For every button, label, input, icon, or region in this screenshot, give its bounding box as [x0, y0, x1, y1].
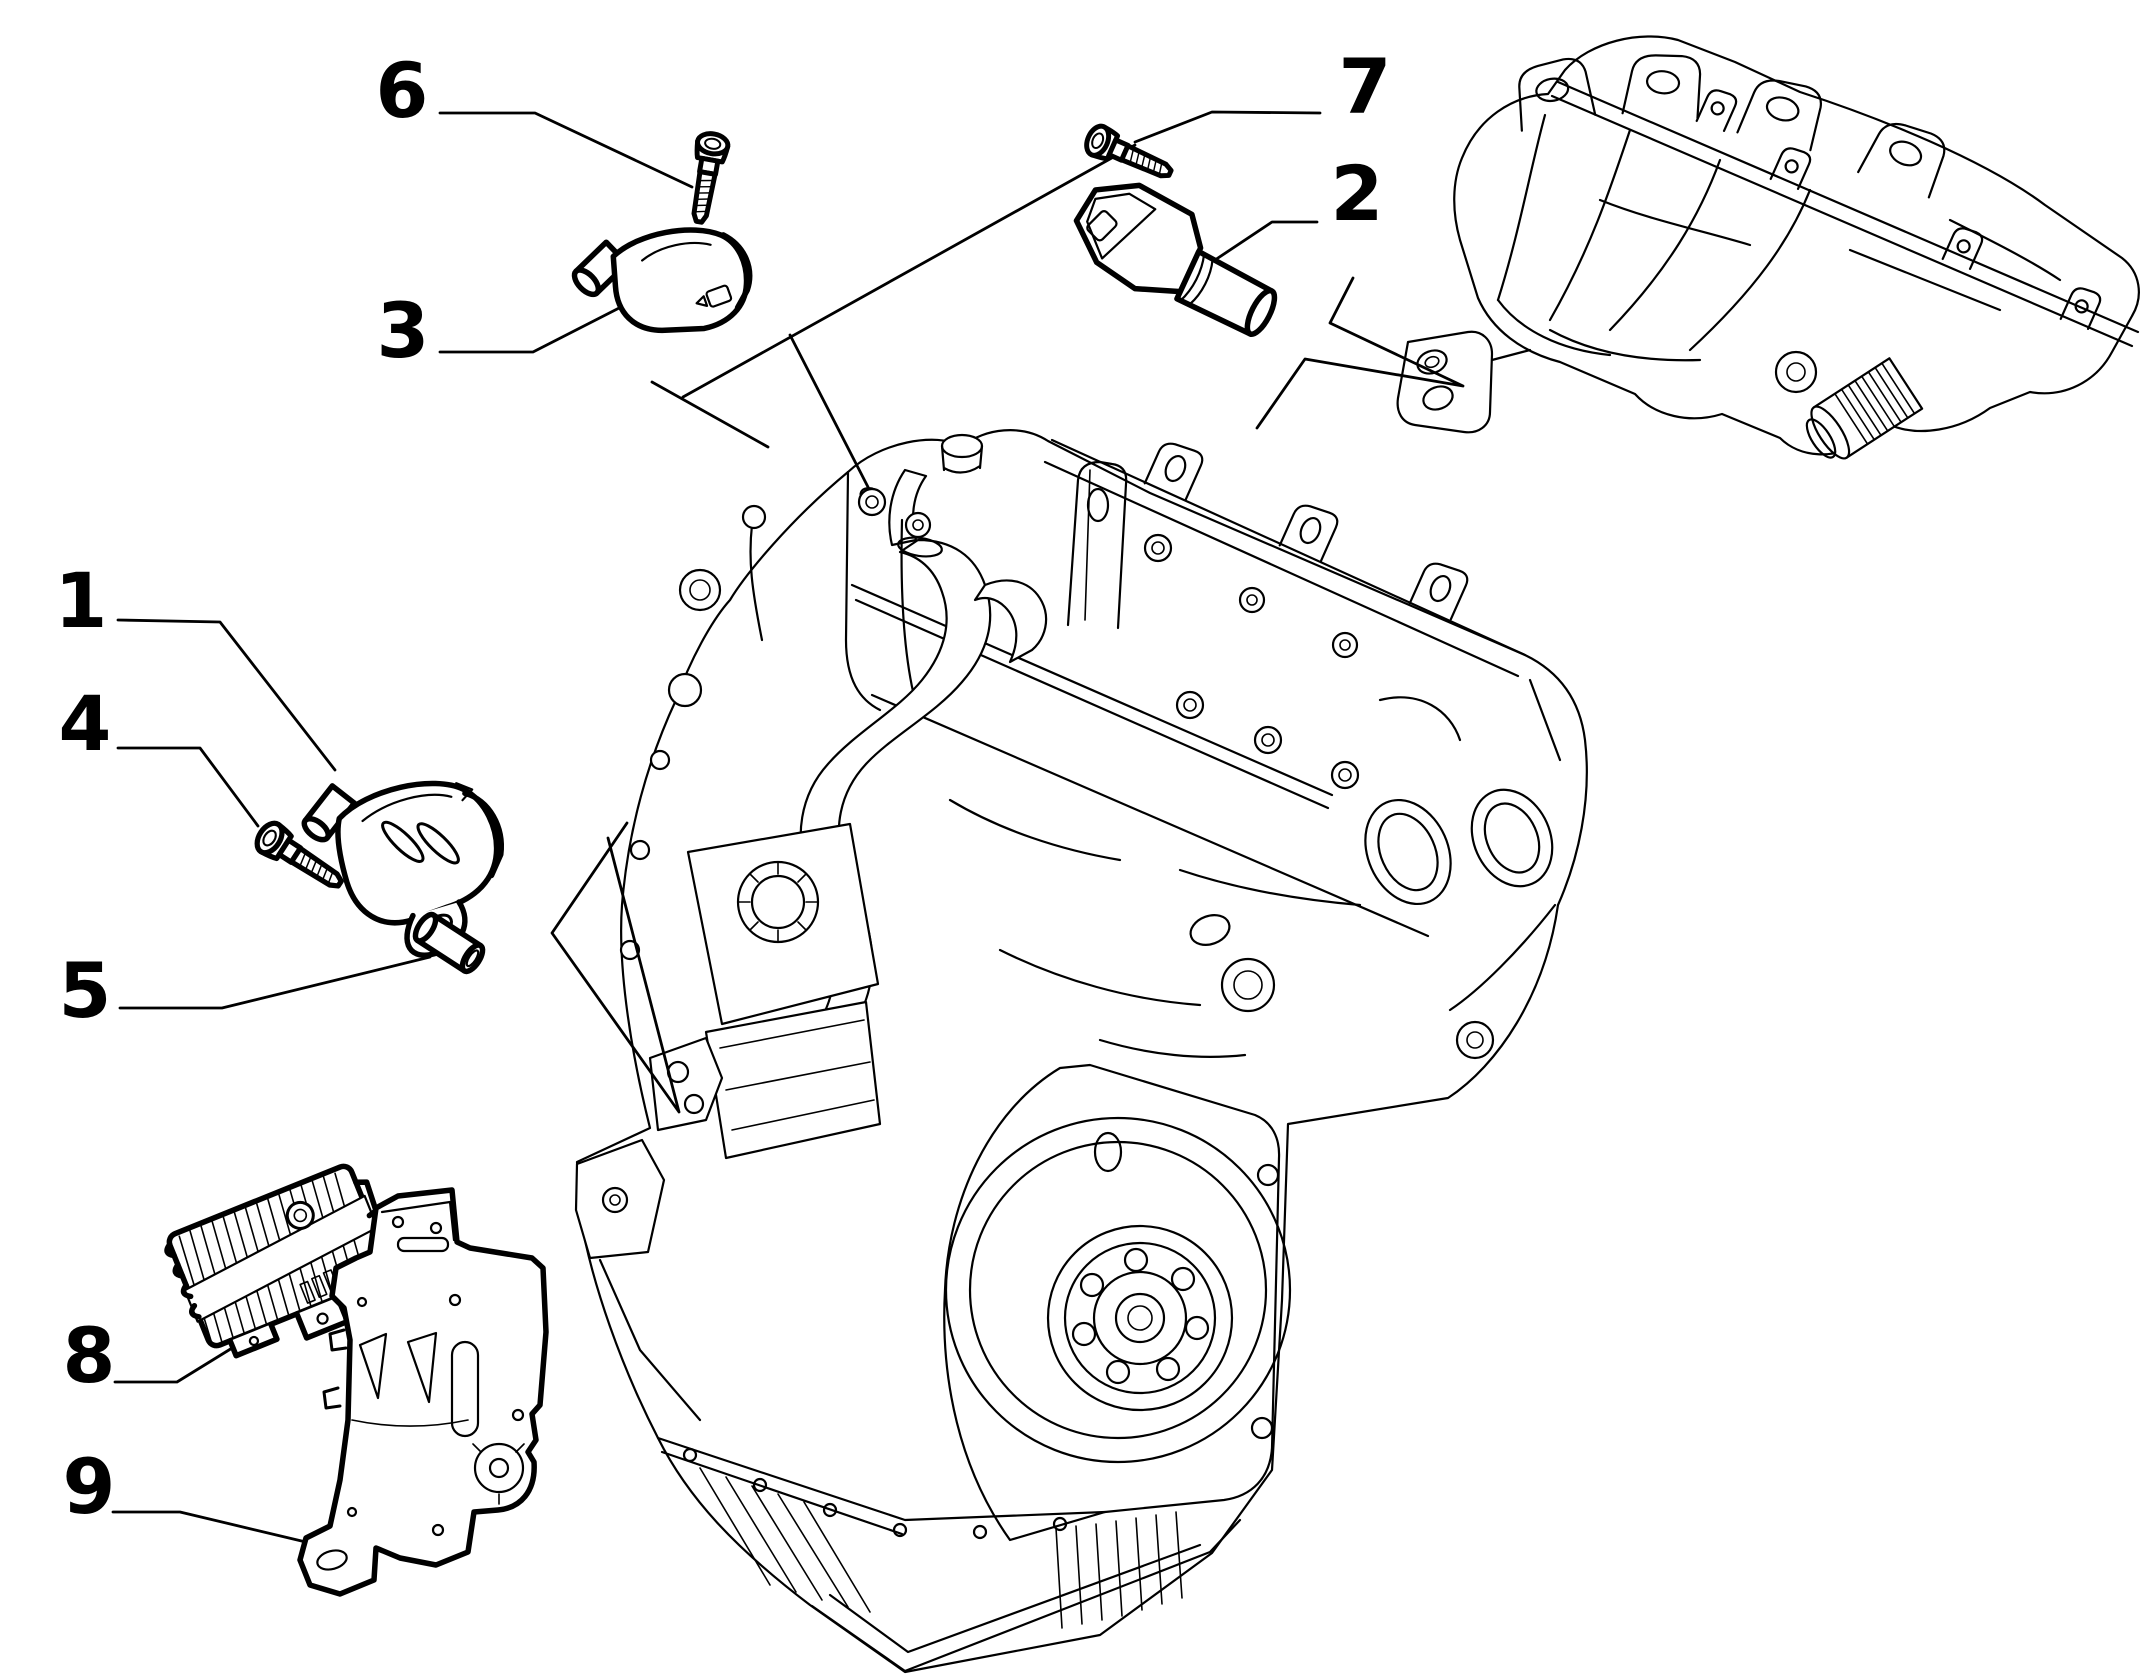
leader-2	[1210, 220, 1319, 264]
camshaft-sensor-part-1	[301, 780, 504, 958]
crankshaft-sensor-part-2	[1073, 182, 1278, 337]
callout-2-label: 2	[1331, 149, 1384, 238]
bolt-bosses	[857, 487, 1359, 659]
oil-pan	[656, 1436, 1242, 1673]
engine-assembly	[574, 429, 1588, 1674]
manifold-actuator	[1805, 357, 1924, 460]
leader-1	[116, 618, 337, 772]
left-mount-brackets	[574, 1036, 724, 1422]
callout-1-label: 1	[55, 556, 108, 645]
callout-7-label: 7	[1339, 42, 1392, 131]
leader-4	[116, 746, 260, 828]
pan-flange-bolts	[682, 1447, 1068, 1540]
head-gasket-line	[850, 583, 1430, 938]
cylinder-head-top	[844, 433, 1128, 712]
intake-manifold-assembly	[1396, 35, 2140, 460]
callout-4-label: 4	[59, 679, 112, 768]
manifold-runners	[1496, 113, 2062, 362]
leader-8	[113, 1335, 252, 1384]
ecu-hole	[285, 1200, 315, 1230]
assembly-location-leaders	[550, 143, 1465, 1114]
leader-bolt7-to-head	[681, 143, 1137, 399]
block-contours	[948, 798, 1362, 1058]
callout-6-label: 6	[376, 46, 429, 135]
callout-9-label: 9	[63, 1442, 116, 1531]
pan-ribs	[699, 1467, 1183, 1629]
callout-8-label: 8	[63, 1311, 116, 1400]
leader-6	[438, 111, 694, 189]
engine-top-rail	[1043, 438, 1527, 678]
engine-outline	[575, 429, 1588, 1674]
camshaft-sensor-part-3	[571, 227, 753, 334]
leader-arrow-to-manifold	[1255, 276, 1465, 430]
leader-9	[111, 1510, 312, 1545]
leader-sensor3-to-engine	[788, 333, 870, 489]
spacer-bushing-part-5	[412, 911, 486, 975]
leader-5	[118, 955, 432, 1010]
oil-filter-housing	[686, 822, 882, 1160]
bracket-details	[316, 1200, 525, 1571]
engine-control-unit-part-8	[164, 1163, 394, 1359]
front-cover-details	[619, 504, 767, 961]
intake-ports	[1175, 678, 1562, 1060]
callout-3-label: 3	[377, 286, 430, 375]
leader-arrow-to-engine-left	[550, 821, 681, 1114]
manifold-runner-humps	[1518, 54, 1946, 199]
bolt-part-6	[684, 131, 730, 224]
flywheel-assembly	[943, 1063, 1292, 1542]
manifold-boss	[1774, 350, 1818, 394]
callout-5-label: 5	[59, 946, 112, 1035]
manifold-boss-hole	[1786, 362, 1806, 382]
leader-7	[1133, 110, 1322, 144]
leader-head-cross	[650, 380, 770, 449]
manifold-rail	[1550, 80, 2140, 348]
manifold-flange	[1396, 330, 1532, 434]
callout-leaders	[111, 110, 1322, 1545]
callout-numbers: 1 2 3 4 5 6 7 8 9	[55, 42, 1392, 1531]
leader-3	[438, 303, 627, 354]
mounting-bracket-part-9	[297, 1187, 549, 1597]
